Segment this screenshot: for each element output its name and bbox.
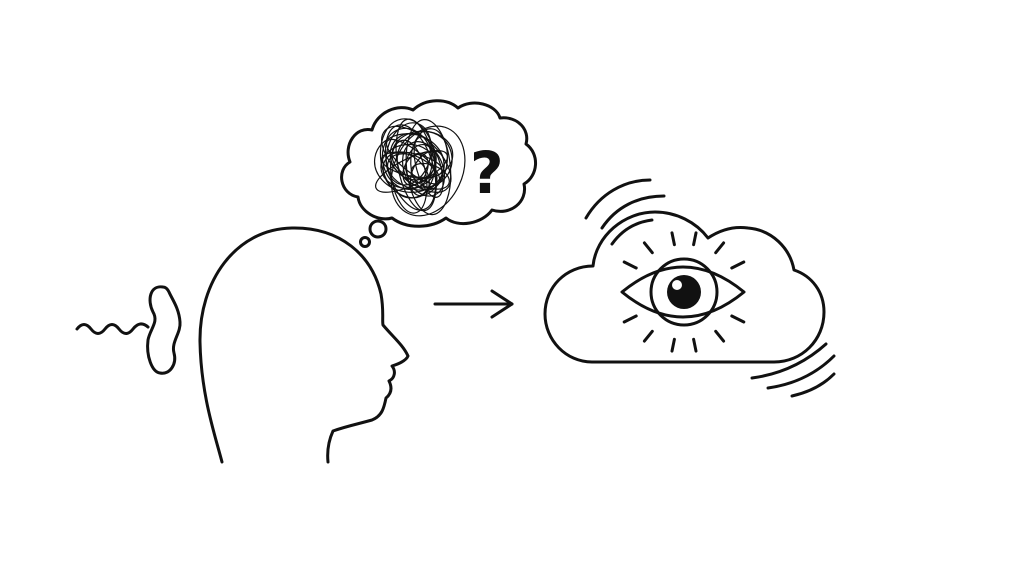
scribble-loop [380, 151, 443, 179]
eye-ray [730, 260, 746, 270]
sound-wave-icon [75, 322, 150, 335]
eye-ray [714, 329, 726, 343]
eye-ray [622, 260, 638, 270]
ear-icon [146, 285, 182, 375]
thought-bubble-icon [340, 99, 537, 228]
eye-rays [622, 231, 746, 353]
scribble-loop [409, 150, 445, 197]
eye-pupil [667, 275, 701, 309]
scribble-loop [405, 119, 452, 216]
question-mark-icon: ? [470, 139, 504, 207]
eye-ray [714, 241, 726, 255]
motion-lines-icon [584, 178, 666, 246]
head-profile-icon [198, 226, 410, 464]
eye-iris [649, 257, 719, 327]
eye-ray [692, 231, 698, 247]
eye-icon [620, 231, 746, 353]
arrow-right-icon [433, 289, 514, 319]
thought-dot-large [368, 219, 388, 239]
scribble-loop [396, 130, 453, 188]
scribble-loop [387, 153, 438, 191]
tangled-scribble-icon [373, 118, 466, 217]
thought-dot-small [359, 236, 371, 248]
eye-highlight [672, 280, 682, 290]
eye-ray [670, 337, 676, 353]
eye-ray [642, 241, 654, 255]
eye-ray [730, 314, 746, 324]
scribble-loop [401, 141, 446, 197]
cloud-icon [543, 210, 826, 364]
motion-lines-icon [750, 342, 836, 398]
eye-ray [622, 314, 638, 324]
eye-ray [692, 337, 698, 353]
eye-ray [670, 231, 676, 247]
eye-ray [642, 329, 654, 343]
